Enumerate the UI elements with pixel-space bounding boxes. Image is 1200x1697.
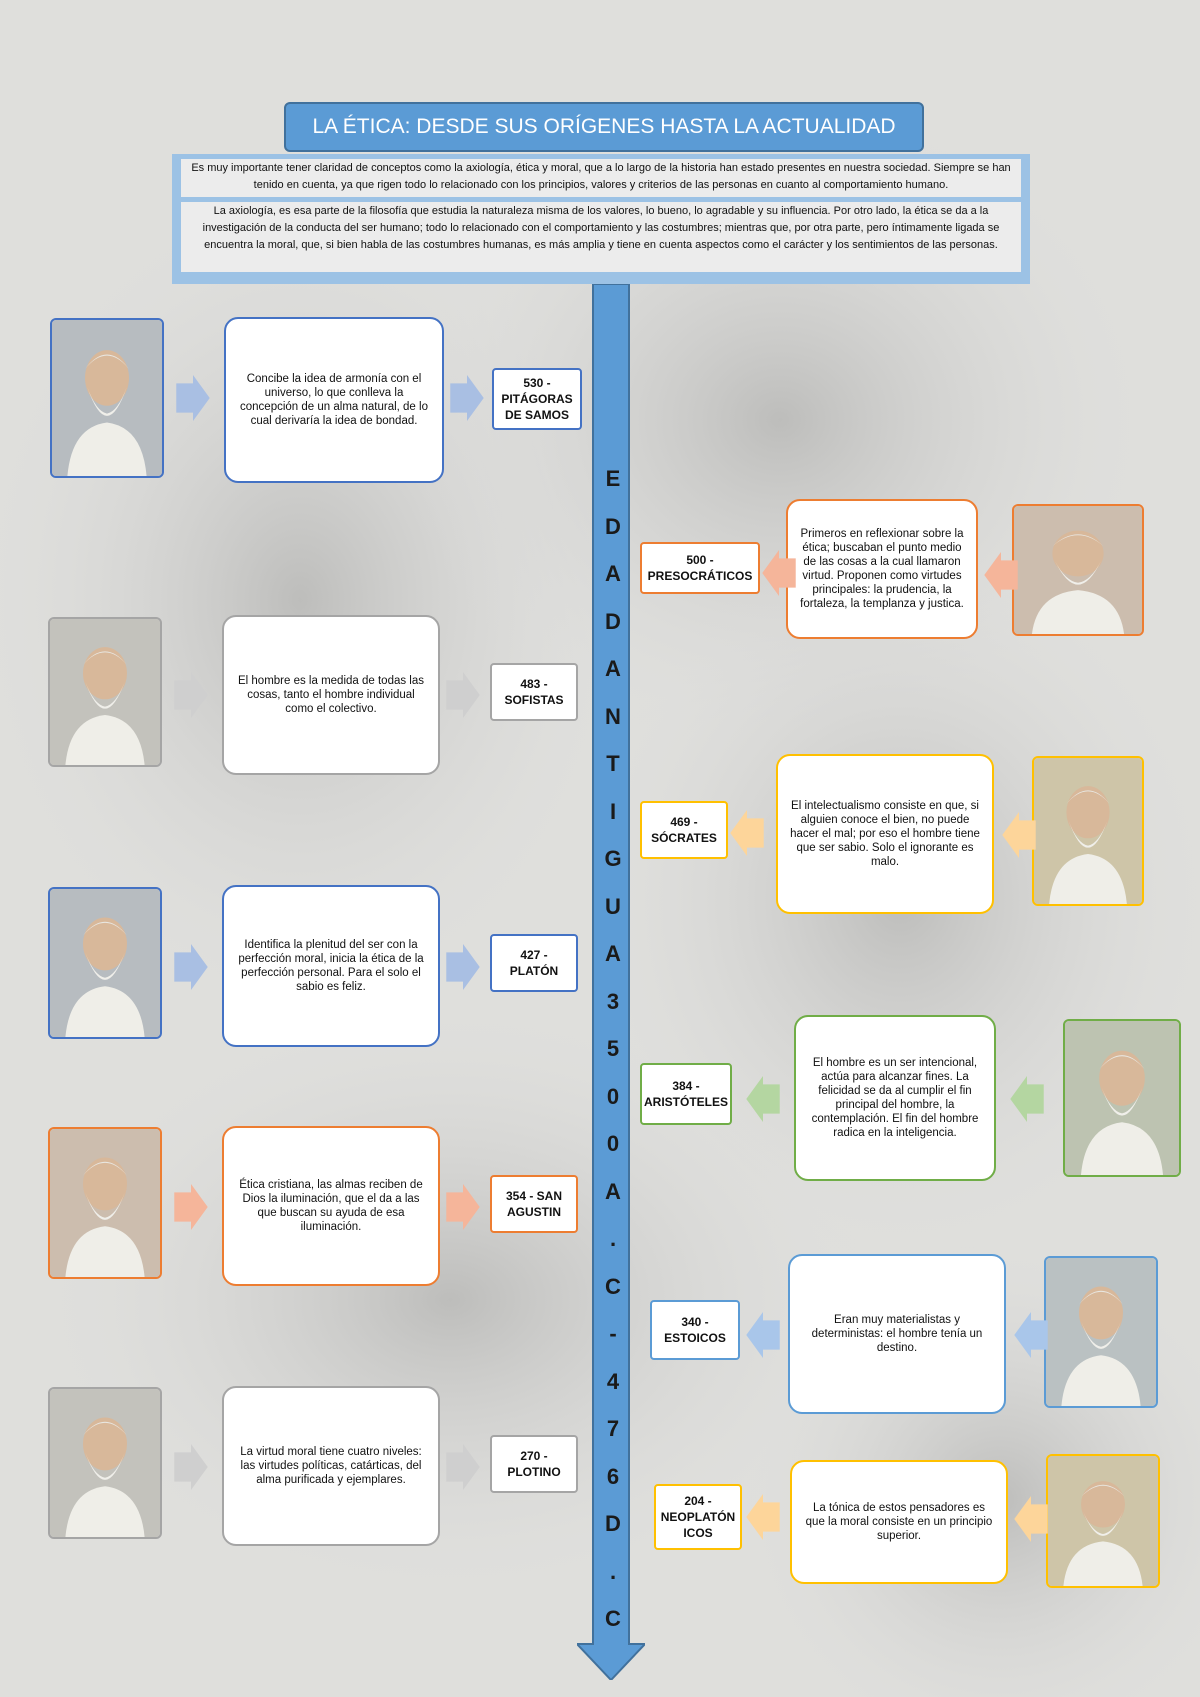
spine-letter: 6	[606, 1463, 620, 1489]
description-sócrates: El intelectualismo consiste en que, si a…	[776, 754, 994, 914]
spine-letter: T	[606, 751, 620, 776]
spine-letter: G	[604, 846, 622, 871]
spine-letter: A	[605, 561, 621, 586]
date-label-pitágoras-de-samos: 530 - PITÁGORAS DE SAMOS	[492, 368, 582, 430]
description-presocráticos: Primeros en reflexionar sobre la ética; …	[786, 499, 978, 639]
description-estoicos: Eran muy materialistas y deterministas: …	[788, 1254, 1006, 1414]
spine-letter: A	[605, 1178, 621, 1204]
arrow-right-icon	[176, 375, 210, 426]
portrait-sofistas	[48, 617, 162, 767]
portrait-pitágoras-de-samos	[50, 318, 164, 478]
arrow-left-icon	[1010, 1076, 1044, 1127]
arrow-left-icon	[746, 1312, 780, 1363]
arrow-left-icon	[746, 1076, 780, 1127]
arrow-right-icon	[446, 1184, 480, 1235]
date-label-estoicos: 340 - ESTOICOS	[650, 1300, 740, 1360]
spine-letter: 7	[606, 1416, 620, 1441]
spine-letter: .	[609, 1558, 617, 1584]
spine-letter: 5	[606, 1036, 620, 1061]
spine-letter: .	[609, 1226, 617, 1251]
arrow-right-icon	[174, 1184, 208, 1235]
spine-letter: A	[605, 941, 621, 966]
arrow-right-icon	[446, 944, 480, 995]
arrow-left-icon	[762, 550, 796, 601]
portrait-plotino	[48, 1387, 162, 1539]
description-san-agustin: Ética cristiana, las almas reciben de Di…	[222, 1126, 440, 1286]
spine-letter: D	[605, 513, 621, 539]
arrow-right-icon	[174, 1444, 208, 1495]
arrow-right-icon	[446, 672, 480, 723]
spine-letter: D	[605, 608, 621, 634]
spine-letter: 0	[606, 1131, 620, 1156]
date-label-plotino: 270 - PLOTINO	[490, 1435, 578, 1493]
portrait-neoplatón-icos	[1046, 1454, 1160, 1588]
arrow-left-icon	[730, 810, 764, 861]
date-label-neoplatón-icos: 204 - NEOPLATÓN ICOS	[654, 1484, 742, 1550]
arrow-left-icon	[1014, 1496, 1048, 1547]
spine-letter: C	[605, 1606, 621, 1631]
intro-paragraph-2: La axiología, es esa parte de la filosof…	[181, 202, 1021, 272]
description-sofistas: El hombre es la medida de todas las cosa…	[222, 615, 440, 775]
spine-letter: A	[605, 656, 621, 681]
intro-panel: Es muy importante tener claridad de conc…	[172, 154, 1030, 284]
date-label-aristóteles: 384 - ARISTÓTELES	[640, 1063, 732, 1125]
description-pitágoras-de-samos: Concibe la idea de armonía con el univer…	[224, 317, 444, 483]
arrow-left-icon	[984, 552, 1018, 603]
spine-letter: C	[605, 1273, 621, 1299]
date-label-sócrates: 469 - SÓCRATES	[640, 801, 728, 859]
portrait-aristóteles	[1063, 1019, 1181, 1177]
description-plotino: La virtud moral tiene cuatro niveles: la…	[222, 1386, 440, 1546]
spine-letter: U	[605, 893, 621, 919]
description-platón: Identifica la plenitud del ser con la pe…	[222, 885, 440, 1047]
arrow-left-icon	[1014, 1312, 1048, 1363]
spine-letter: N	[605, 703, 621, 729]
portrait-presocráticos	[1012, 504, 1144, 636]
arrow-right-icon	[446, 1444, 480, 1495]
arrow-left-icon	[746, 1494, 780, 1545]
spine-letter: 3	[606, 988, 620, 1014]
arrow-right-icon	[174, 672, 208, 723]
intro-paragraph-1: Es muy importante tener claridad de conc…	[181, 159, 1021, 197]
description-neoplatón-icos: La tónica de estos pensadores es que la …	[790, 1460, 1008, 1584]
date-label-sofistas: 483 - SOFISTAS	[490, 663, 578, 721]
arrow-right-icon	[174, 944, 208, 995]
spine-letter: 4	[606, 1368, 620, 1394]
arrow-left-icon	[1002, 812, 1036, 863]
spine-letter: 0	[606, 1083, 620, 1109]
timeline-spine-arrow	[577, 284, 645, 1680]
spine-letter: -	[609, 1321, 617, 1346]
arrow-right-icon	[450, 375, 484, 426]
portrait-san-agustin	[48, 1127, 162, 1279]
date-label-san-agustin: 354 - SAN AGUSTIN	[490, 1175, 578, 1233]
spine-letter: I	[609, 798, 617, 824]
portrait-platón	[48, 887, 162, 1039]
page-title: LA ÉTICA: DESDE SUS ORÍGENES HASTA LA AC…	[284, 102, 924, 152]
spine-letter: D	[605, 1511, 621, 1536]
portrait-estoicos	[1044, 1256, 1158, 1408]
date-label-presocráticos: 500 - PRESOCRÁTICOS	[640, 542, 760, 594]
portrait-sócrates	[1032, 756, 1144, 906]
spine-letter: E	[605, 466, 621, 491]
date-label-platón: 427 - PLATÓN	[490, 934, 578, 992]
description-aristóteles: El hombre es un ser intencional, actúa p…	[794, 1015, 996, 1181]
